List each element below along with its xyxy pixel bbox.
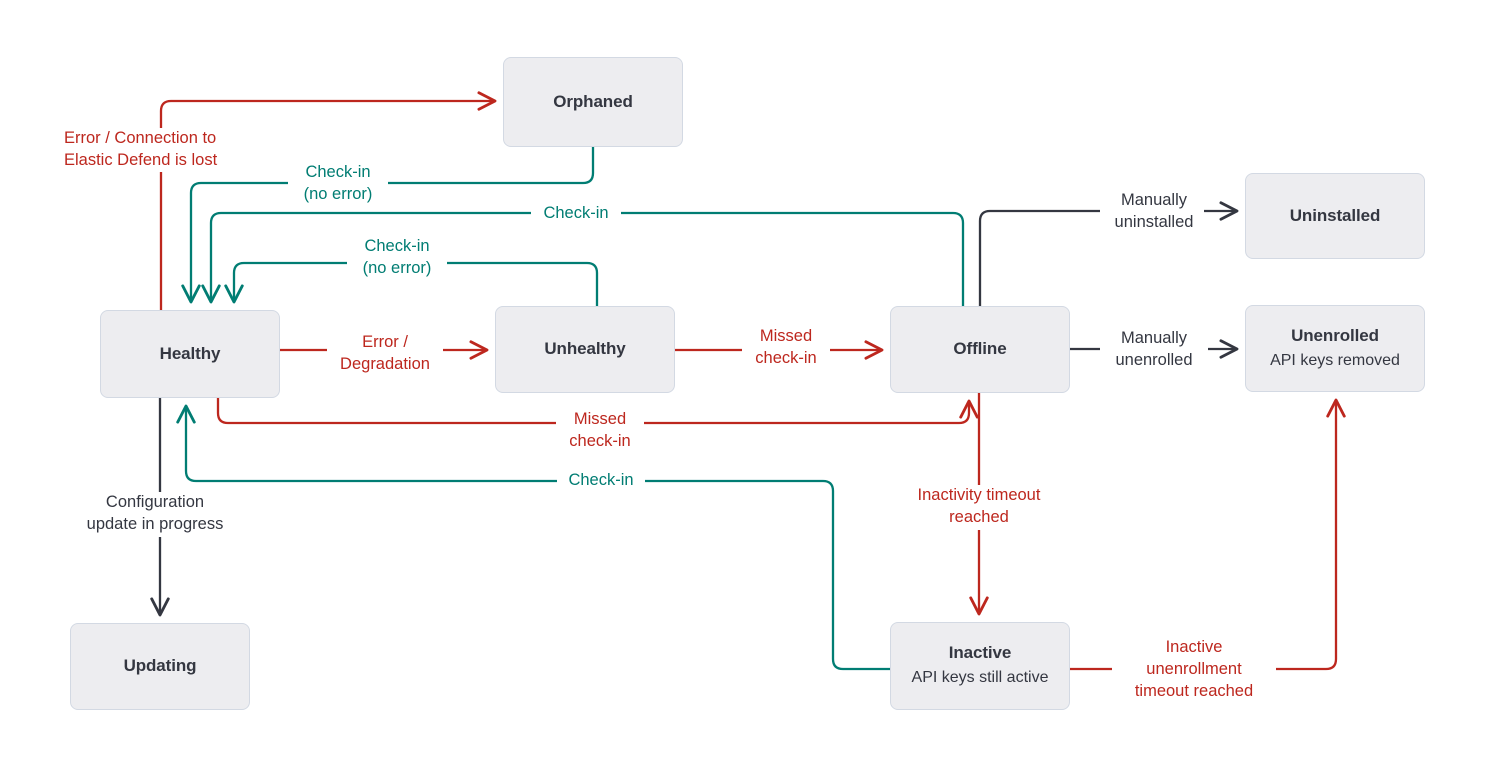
edge-label-error-degradation: Error / Degradation — [327, 332, 443, 376]
node-healthy-title: Healthy — [159, 343, 221, 363]
node-unenrolled[interactable]: Unenrolled API keys removed — [1245, 305, 1425, 392]
edge-label-checkin-offline-top: Check-in — [531, 203, 621, 225]
node-unhealthy[interactable]: Unhealthy — [495, 306, 675, 393]
node-inactive[interactable]: Inactive API keys still active — [890, 622, 1070, 710]
edge-label-manually-uninstalled: Manually uninstalled — [1104, 190, 1204, 234]
node-unhealthy-title: Unhealthy — [544, 339, 626, 359]
node-inactive-title: Inactive — [948, 643, 1012, 662]
node-orphaned-title: Orphaned — [553, 91, 633, 111]
edge-inactive-to-unenrolled-head — [1276, 400, 1336, 671]
edge-orphaned-to-healthy — [191, 147, 595, 302]
edge-label-checkin-bottom: Check-in — [557, 470, 645, 492]
edge-offline-to-uninstalled-stem — [978, 209, 1100, 306]
node-unenrolled-subtitle: API keys removed — [1270, 351, 1400, 369]
edge-label-inactive-unenrollment: Inactive unenrollment timeout reached — [1112, 637, 1276, 703]
edge-inactive-to-healthy-left — [186, 406, 557, 483]
edge-label-checkin-no-error-2: Check-in (no error) — [347, 236, 447, 280]
node-updating-title: Updating — [123, 656, 197, 676]
node-uninstalled-title: Uninstalled — [1289, 205, 1381, 225]
node-unenrolled-title: Unenrolled — [1291, 325, 1379, 345]
node-updating[interactable]: Updating — [70, 623, 250, 710]
node-offline-title: Offline — [953, 339, 1007, 359]
node-inactive-subtitle: API keys still active — [911, 669, 1049, 687]
edge-label-missed-checkin-1: Missed check-in — [742, 326, 830, 370]
node-healthy[interactable]: Healthy — [100, 310, 280, 398]
edge-label-configuration-update: Configuration update in progress — [72, 492, 238, 536]
edge-healthy-to-orphaned — [159, 101, 495, 310]
edge-offline-to-healthy — [211, 211, 965, 306]
edge-label-inactivity-timeout: Inactivity timeout reached — [900, 485, 1058, 529]
edge-label-manually-unenrolled: Manually unenrolled — [1100, 328, 1208, 372]
edge-inactive-to-healthy-right — [645, 479, 890, 671]
node-uninstalled[interactable]: Uninstalled — [1245, 173, 1425, 259]
edge-label-missed-checkin-2: Missed check-in — [556, 409, 644, 453]
node-offline[interactable]: Offline — [890, 306, 1070, 393]
edge-label-checkin-no-error-1: Check-in (no error) — [288, 162, 388, 206]
node-orphaned[interactable]: Orphaned — [503, 57, 683, 147]
edge-label-error-connection-lost: Error / Connection to Elastic Defend is … — [64, 128, 254, 172]
